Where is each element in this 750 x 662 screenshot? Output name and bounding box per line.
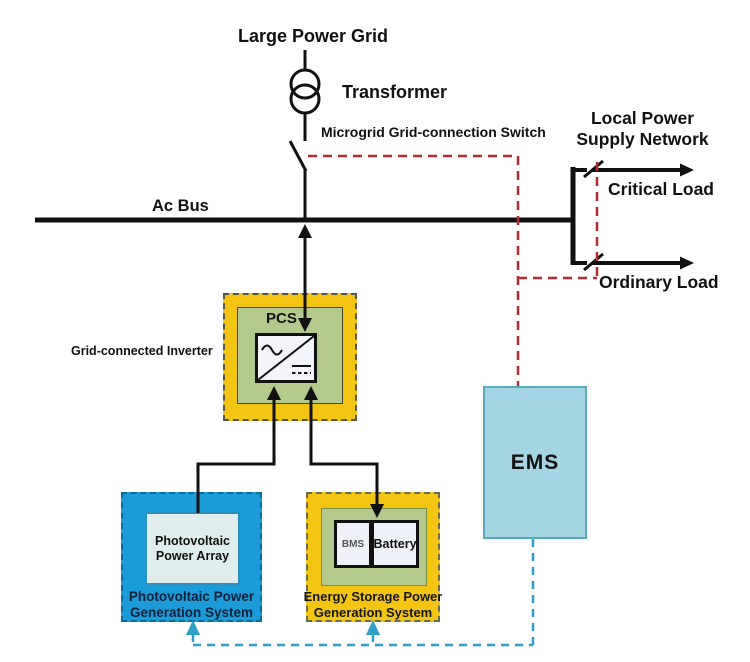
ess-system-label: Energy Storage Power Generation System bbox=[303, 589, 443, 620]
ordinary-load-label: Ordinary Load bbox=[599, 272, 719, 292]
ems-block: EMS bbox=[483, 386, 587, 539]
pv-array-label-line2: Power Array bbox=[155, 548, 230, 563]
large-power-grid-label: Large Power Grid bbox=[238, 26, 389, 46]
transformer-label: Transformer bbox=[342, 82, 448, 102]
critical-load-switch-icon bbox=[573, 159, 694, 179]
pv-system-line1: Photovoltaic Power bbox=[128, 589, 255, 604]
bms-label: BMS bbox=[341, 538, 365, 550]
critical-load-label: Critical Load bbox=[608, 179, 714, 199]
pv-array-box: Photovoltaic Power Array bbox=[145, 512, 240, 585]
ems-label: EMS bbox=[510, 450, 560, 474]
pv-system-label: Photovoltaic Power Generation System bbox=[121, 589, 262, 620]
inverter-icon bbox=[255, 333, 317, 383]
local-power-line2: Supply Network bbox=[576, 129, 709, 149]
transformer-icon bbox=[289, 50, 321, 141]
pv-array-label-line1: Photovoltaic bbox=[154, 533, 230, 548]
grid-switch-icon bbox=[288, 140, 308, 219]
battery-box: Battery bbox=[371, 520, 419, 568]
microgrid-switch-label: Microgrid Grid-connection Switch bbox=[321, 124, 546, 140]
grid-connected-inverter-label: Grid-connected Inverter bbox=[71, 344, 213, 358]
pcs-label: PCS bbox=[266, 310, 297, 327]
ess-system-line2: Generation System bbox=[313, 604, 433, 620]
pv-system-line2: Generation System bbox=[129, 604, 254, 620]
battery-label: Battery bbox=[373, 537, 417, 551]
local-power-line1: Local Power bbox=[590, 108, 695, 128]
ordinary-load-switch-icon bbox=[573, 252, 694, 272]
bms-box: BMS bbox=[334, 520, 372, 568]
local-power-supply-label: Local Power Supply Network bbox=[555, 108, 730, 150]
ac-bus-label: Ac Bus bbox=[152, 197, 209, 215]
ess-system-line1: Energy Storage Power bbox=[303, 589, 443, 604]
